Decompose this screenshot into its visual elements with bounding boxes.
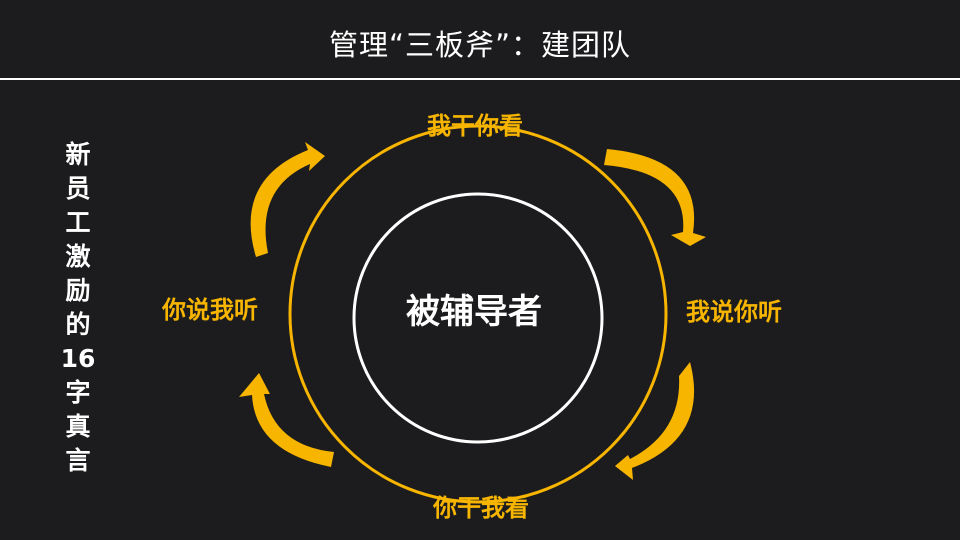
arrow-bottom-right-icon bbox=[615, 362, 695, 480]
side-caption-char: 工 bbox=[65, 208, 91, 237]
label-bottom: 你干我看 bbox=[432, 494, 529, 522]
side-caption-char: 新 bbox=[65, 140, 91, 169]
side-caption-char: 激 bbox=[65, 242, 91, 271]
side-caption-char: 16 bbox=[60, 344, 96, 373]
arrow-top-left-icon bbox=[250, 142, 325, 257]
side-caption: 新 员 工 激 励 的 16 字 真 言 bbox=[58, 138, 98, 478]
arrow-bottom-left-icon bbox=[239, 373, 334, 467]
side-caption-char: 员 bbox=[65, 174, 91, 203]
side-caption-char: 励 bbox=[65, 276, 91, 305]
side-caption-char: 字 bbox=[65, 378, 91, 407]
slide-title: 管理“三板斧”：建团队 bbox=[328, 28, 632, 62]
label-right: 我说你听 bbox=[686, 298, 782, 326]
inner-circle bbox=[352, 192, 604, 444]
arrow-top-right-icon bbox=[604, 149, 706, 246]
side-caption-char: 的 bbox=[65, 310, 91, 339]
label-top: 我干你看 bbox=[427, 112, 523, 140]
side-caption-char: 言 bbox=[65, 446, 91, 475]
side-caption-char: 真 bbox=[65, 412, 91, 441]
label-left: 你说我听 bbox=[161, 296, 258, 324]
title-divider bbox=[0, 78, 960, 80]
center-label: 被辅导者 bbox=[406, 292, 542, 332]
outer-circle bbox=[288, 124, 668, 504]
